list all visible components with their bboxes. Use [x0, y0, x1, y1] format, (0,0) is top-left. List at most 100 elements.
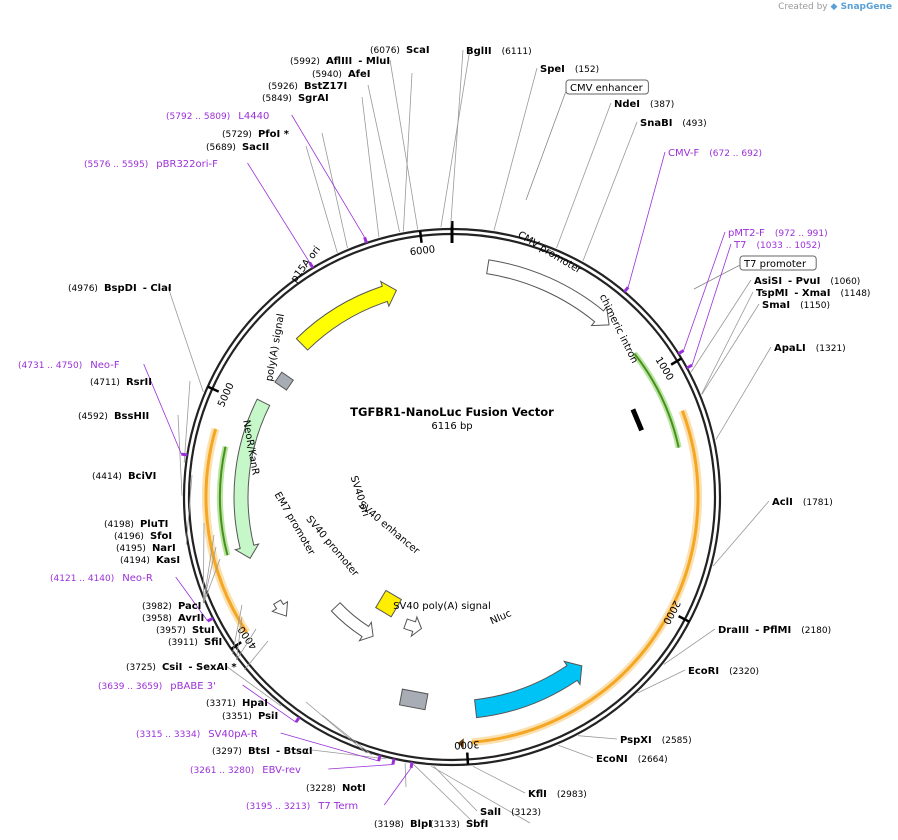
primer-pmt2-f[interactable]: pMT2-F(972 .. 991) — [728, 228, 828, 239]
restriction-site[interactable]: (5992)AflIII- MluI — [290, 56, 390, 67]
feature-label: Nluc — [489, 608, 514, 627]
site-label: (3198)BlpI — [374, 819, 432, 830]
restriction-site[interactable]: SnaBI(493) — [640, 118, 707, 129]
restriction-site[interactable]: (3371)HpaI — [206, 698, 268, 709]
restriction-site[interactable]: (3133)SbfI — [430, 819, 488, 830]
site-leader — [367, 84, 400, 233]
feature-label: chimeric intron — [597, 293, 640, 366]
restriction-site[interactable]: DraIII- PflMI(2180) — [718, 625, 831, 636]
label-t7-promoter-box — [739, 255, 817, 271]
site-pos: (3228) — [306, 784, 336, 794]
restriction-site[interactable]: AclI(1781) — [772, 497, 833, 508]
primer-pbr322ori-f[interactable]: (5576 .. 5595)pBR322ori-F — [84, 159, 218, 170]
restriction-site[interactable]: TspMI- XmaI(1148) — [756, 288, 870, 299]
restriction-site[interactable]: BglII(6111) — [466, 46, 532, 57]
restriction-site[interactable]: (5849)SgrAI — [262, 93, 329, 104]
restriction-site[interactable]: ApaLI(1321) — [774, 343, 846, 354]
site-label: ApaLI(1321) — [774, 343, 846, 354]
primer-label: (4731 .. 4750)Neo-F — [18, 360, 120, 371]
restriction-site[interactable]: AsiSI- PvuI(1060) — [754, 276, 860, 287]
restriction-site[interactable]: (3958)AvrII — [142, 613, 204, 624]
site-labels: BglII(6111) SpeI(152) NdeI(387) SnaBI(493) A… — [18, 45, 870, 830]
restriction-site[interactable]: (4414)BciVI — [92, 471, 156, 482]
restriction-site[interactable]: (3911)SfiI — [168, 637, 222, 648]
restriction-site[interactable]: (3351)PsiI — [222, 711, 278, 722]
restriction-site[interactable]: (4194) KasI — [120, 555, 180, 566]
primer-leader — [691, 243, 732, 366]
site-name: AsiSI — [754, 276, 782, 287]
restriction-site[interactable]: (4711)RsrII — [90, 377, 152, 388]
site-leader — [403, 72, 413, 232]
primer-pos: (972 .. 991) — [775, 229, 828, 239]
site-name: KasI — [156, 555, 180, 566]
restriction-site[interactable]: (3725)CsiI- SexAI * — [126, 662, 237, 673]
restriction-site[interactable]: (3198)BlpI — [374, 819, 432, 830]
site-pos: (4711) — [90, 378, 120, 388]
feature-nluc — [474, 660, 583, 719]
restriction-site[interactable]: (6076)ScaI — [370, 45, 430, 56]
orf-arc-neor — [204, 428, 248, 634]
restriction-site[interactable]: (4195)NarI — [116, 543, 176, 554]
restriction-site[interactable]: SmaI(1150) — [762, 300, 830, 311]
tick-label: 3000 — [454, 738, 480, 750]
site-name-2: - MluI — [358, 56, 390, 67]
restriction-site[interactable]: (5729)PfoI * — [222, 129, 290, 140]
restriction-site[interactable]: SpeI(152) — [540, 64, 599, 75]
restriction-site[interactable]: EcoNI(2664) — [596, 754, 668, 765]
restriction-site[interactable]: (3228)NotI — [306, 783, 366, 794]
restriction-site[interactable]: (4592)BssHII — [78, 411, 149, 422]
restriction-site[interactable]: (4976)BspDI- ClaI — [68, 283, 172, 294]
site-pos: (3297) — [212, 747, 242, 757]
restriction-site[interactable]: EcoRI(2320) — [688, 666, 759, 677]
primer-mark — [623, 286, 630, 293]
restriction-site[interactable]: (4196)SfoI — [114, 531, 172, 542]
primer-neo-r[interactable]: (4121 .. 4140)Neo-R — [50, 573, 153, 584]
primer-neo-f[interactable]: (4731 .. 4750)Neo-F — [18, 360, 120, 371]
restriction-site[interactable]: (5940)AfeI — [312, 69, 371, 80]
site-leader — [715, 346, 772, 440]
orf-arcs — [202, 351, 703, 749]
primer-l4440[interactable]: (5792 .. 5809)L4440 — [166, 111, 269, 122]
primer-leader — [247, 162, 311, 264]
primer-pos: (1033 .. 1052) — [756, 241, 820, 251]
restriction-site[interactable]: (5689)SacII — [206, 142, 269, 153]
site-leader — [167, 286, 204, 393]
site-label: (3725)CsiI- SexAI * — [126, 662, 237, 673]
primer-name: T7 — [733, 240, 746, 251]
restriction-site[interactable]: SalI(3123) — [480, 807, 541, 818]
site-pos: (1060) — [830, 277, 860, 287]
restriction-site[interactable]: NdeI(387) — [614, 99, 674, 110]
restriction-site[interactable]: KflI(2983) — [528, 789, 587, 800]
restriction-site[interactable]: (3982)PacI — [142, 601, 201, 612]
primer-sv40pa-r[interactable]: (3315 .. 3334)SV40pA-R — [136, 729, 258, 740]
restriction-site[interactable]: (3297)BtsI- BtsαI — [212, 746, 313, 757]
restriction-site[interactable]: (5926)BstZ17I — [268, 81, 347, 92]
primer-mark — [206, 616, 214, 623]
feature-chimeric-intron — [630, 408, 644, 432]
primer-t7[interactable]: T7 (1033 .. 1052) — [733, 240, 821, 251]
primer-label: pMT2-F(972 .. 991) — [728, 228, 828, 239]
restriction-site[interactable]: (3957)StuI — [156, 625, 215, 636]
site-pos: (2320) — [729, 667, 759, 677]
site-pos: (4194) — [120, 556, 150, 566]
site-name: DraIII — [718, 625, 749, 636]
feature-sv40-promoter — [330, 602, 374, 642]
primer-cmv-f[interactable]: CMV-F(672 .. 692) — [668, 148, 762, 159]
site-label: SnaBI(493) — [640, 118, 707, 129]
feature-label: poly(A) signal — [264, 313, 287, 382]
primer-name: EBV-rev — [262, 765, 301, 776]
primer-label: (5576 .. 5595)pBR322ori-F — [84, 159, 218, 170]
primer-pos: (4121 .. 4140) — [50, 574, 114, 584]
restriction-site[interactable]: (4198)PluTI — [104, 519, 168, 530]
primer-t7-term[interactable]: (3195 .. 3213)T7 Term — [246, 801, 358, 812]
leader-t7-promoter — [693, 264, 741, 290]
backbone-inner-strand — [187, 232, 717, 762]
primer-ebv-rev[interactable]: (3261 .. 3280)EBV-rev — [190, 765, 301, 776]
restriction-site[interactable]: PspXI(2585) — [620, 735, 692, 746]
site-label: (3133)SbfI — [430, 819, 488, 830]
site-label: (3958)AvrII — [142, 613, 204, 624]
orf-arc-tgfbr1-nluc — [471, 410, 700, 744]
primer-pbabe-3-[interactable]: (3639 .. 3659)pBABE 3' — [98, 681, 216, 692]
site-pos: (5729) — [222, 130, 252, 140]
site-label: EcoRI(2320) — [688, 666, 759, 677]
